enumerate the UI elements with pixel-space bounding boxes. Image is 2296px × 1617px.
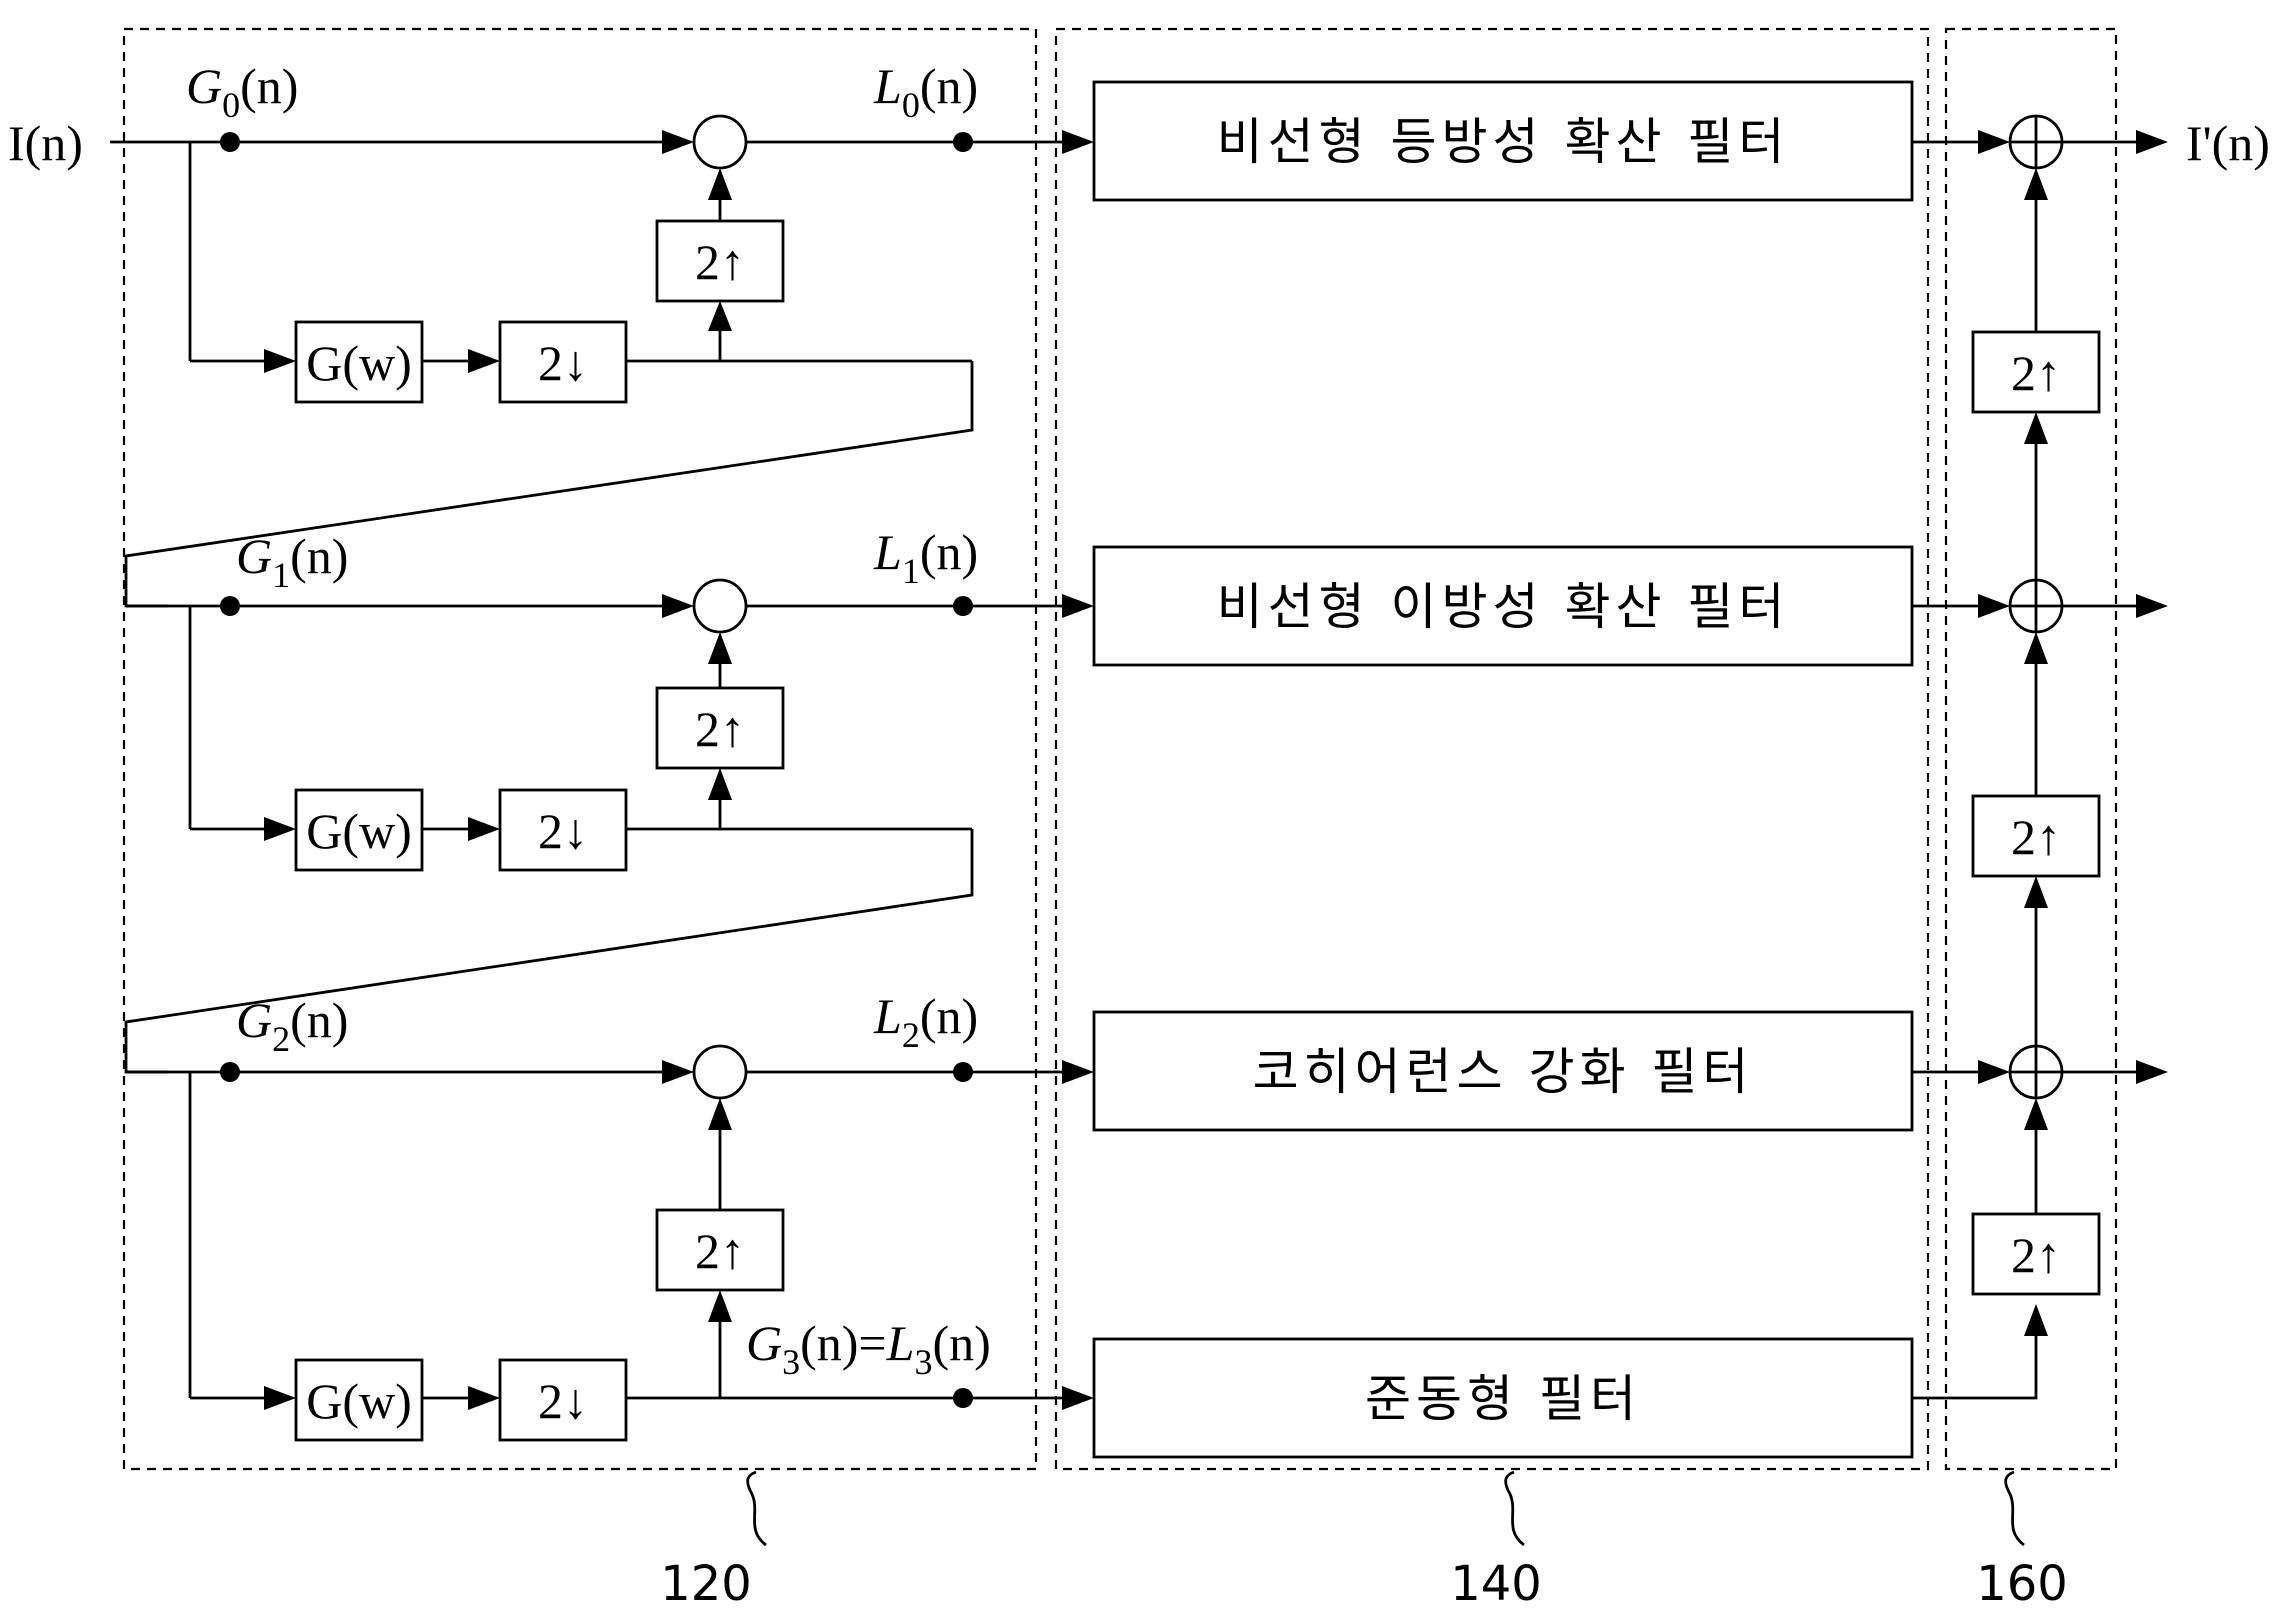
reconstruction-module (1912, 116, 2168, 1398)
filter-label-2: 코히어런스 강화 필터 (1253, 1043, 1754, 1101)
signal-label-g2: G2(n) (236, 992, 348, 1059)
signal-label-l0: L0(n) (873, 58, 978, 125)
upsample-label: 2↑ (695, 234, 745, 290)
adder-node-2 (2010, 1046, 2062, 1098)
reference-numeral-160: 160 (1976, 1556, 2068, 1612)
reference-numeral-120: 120 (660, 1556, 752, 1612)
leader-160 (2006, 1472, 2024, 1545)
subtract-node-2 (694, 1046, 746, 1098)
filter-module (1094, 82, 1912, 1457)
leader-140 (1506, 1472, 1524, 1545)
downsample-label: 2↓ (538, 335, 588, 391)
upsample-label: 2↑ (2011, 809, 2061, 865)
downsample-label: 2↓ (538, 1373, 588, 1429)
filter-label-1: 비선형 이방성 확산 필터 (1217, 578, 1790, 636)
upsample-label: 2↑ (2011, 1227, 2061, 1283)
filter-label-3: 준동형 필터 (1365, 1370, 1641, 1428)
signal-label-g1: G1(n) (236, 528, 348, 595)
subtract-node-1 (694, 580, 746, 632)
upsample-label: 2↑ (695, 701, 745, 757)
upsample-label: 2↑ (695, 1223, 745, 1279)
gaussian-filter-label: G(w) (306, 803, 412, 859)
signal-label-l2: L2(n) (873, 988, 978, 1055)
reference-numeral-140: 140 (1450, 1556, 1542, 1612)
signal-label-g3-l3: G3(n)=L3(n) (746, 1315, 991, 1382)
gaussian-filter-label: G(w) (306, 1373, 412, 1429)
module-120-boundary (124, 29, 1036, 1469)
decomposition-module (110, 116, 1094, 1440)
subtract-node-0 (694, 116, 746, 168)
signal-label-g0: G0(n) (186, 58, 298, 125)
signal-label-l1: L1(n) (873, 524, 978, 591)
upsample-label: 2↑ (2011, 345, 2061, 401)
downsample-label: 2↓ (538, 803, 588, 859)
output-label: I'(n) (2186, 115, 2270, 171)
filter-label-0: 비선형 등방성 확산 필터 (1217, 113, 1790, 171)
input-label: I(n) (8, 115, 83, 171)
module-140-boundary (1056, 29, 1928, 1469)
leader-120 (748, 1472, 766, 1545)
adder-node-0 (2010, 116, 2062, 168)
gaussian-filter-label: G(w) (306, 335, 412, 391)
adder-node-1 (2010, 580, 2062, 632)
